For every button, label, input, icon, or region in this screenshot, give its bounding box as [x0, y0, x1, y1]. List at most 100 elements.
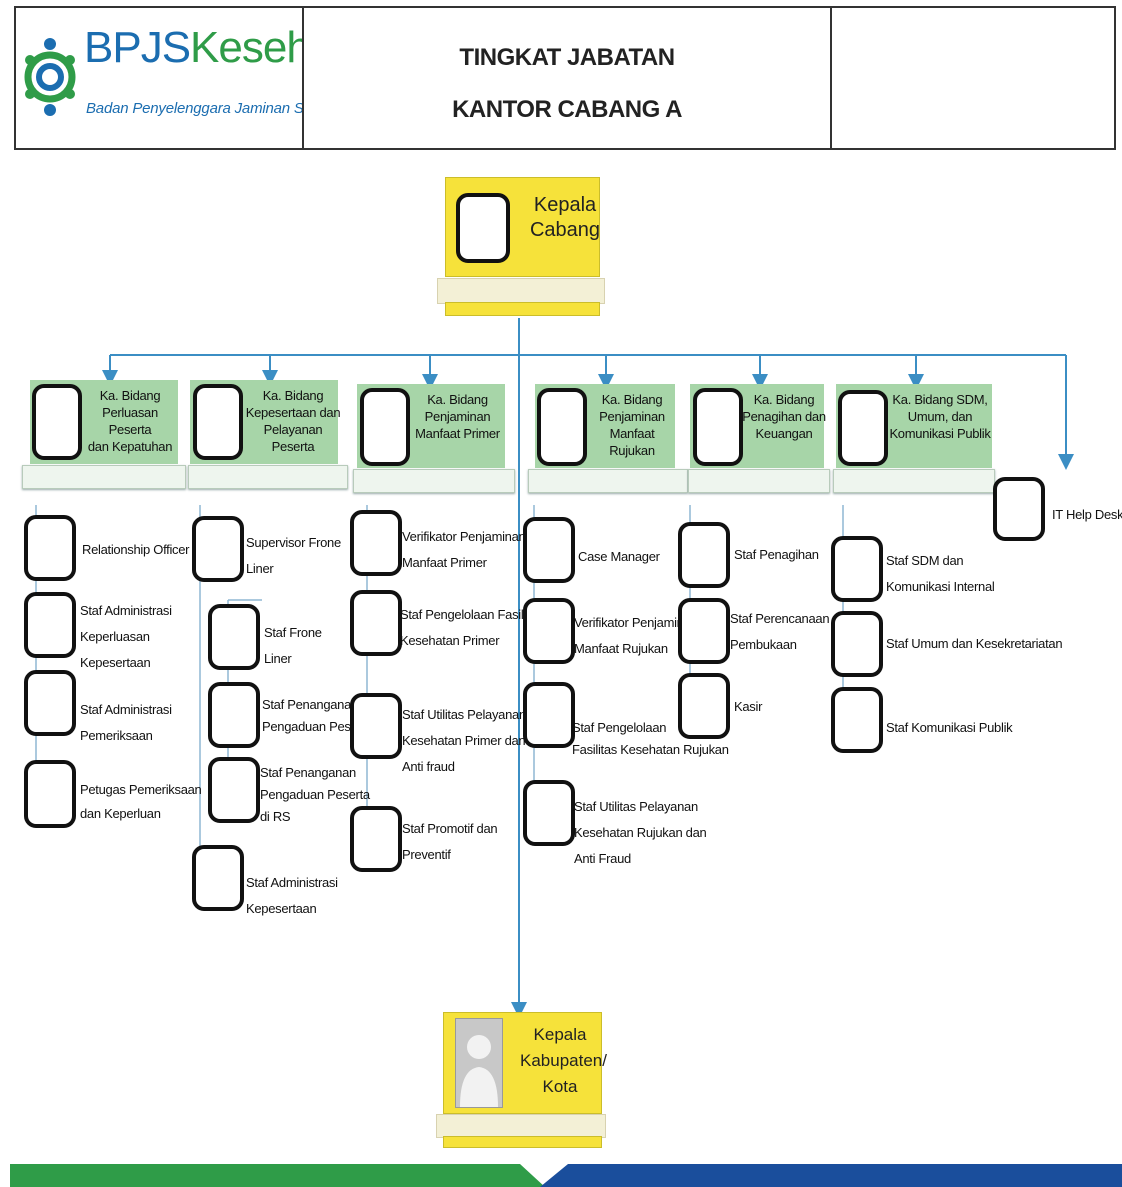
dept1-head-l1: Ka. Bidang [99, 388, 161, 403]
dept-head-kepesertaan-photo [193, 384, 243, 460]
kepala-cabang-plate [437, 278, 605, 304]
staff-photo [208, 604, 260, 670]
dept5-head-l3: Keuangan [755, 426, 813, 441]
staff-photo [192, 516, 244, 582]
dept-head-sdm-photo [838, 390, 888, 466]
dept-head-primer-label: Ka. Bidang Penjaminan Manfaat Primer [410, 391, 505, 442]
dept1-head-l3: dan Kepatuhan [87, 439, 173, 454]
staff-photo [523, 598, 575, 664]
staff-photo [678, 673, 730, 739]
dept2-head-l1: Ka. Bidang [262, 388, 324, 403]
staff-photo [523, 780, 575, 846]
person-silhouette-icon [455, 1018, 503, 1108]
dept4-head-l1: Ka. Bidang [601, 392, 663, 407]
dept-head-keuangan-photo [693, 388, 743, 466]
staff-photo [523, 682, 575, 748]
dept1-head-l2: Perluasan Peserta [102, 405, 158, 437]
dept-head-sdm-label: Ka. Bidang SDM, Umum, dan Komunikasi Pub… [888, 391, 992, 442]
staff-photo [24, 515, 76, 581]
dept3-head-l2: Penjaminan [424, 409, 491, 424]
dept-head-perluasan-plate [22, 465, 186, 489]
staff-photo [350, 806, 402, 872]
dept-head-keuangan-plate [688, 469, 830, 493]
title-line-1: TINGKAT JABATAN [459, 44, 675, 71]
title-line-2: KANTOR CABANG A [452, 96, 682, 123]
kepala-kabupaten-line1: Kepala [533, 1025, 587, 1044]
dept2-head-l3: Pelayanan Peserta [263, 422, 323, 454]
kepala-kabupaten-label: Kepala Kabupaten/ Kota [520, 1022, 607, 1100]
staff-label: Case Manager [578, 549, 660, 564]
staff-photo [24, 670, 76, 736]
staff-photo [678, 522, 730, 588]
staff-label: Staf Umum dan Kesekretariatan [886, 636, 1063, 651]
staff-photo [831, 611, 883, 677]
dept-head-kepesertaan-plate [188, 465, 348, 489]
dept-head-keuangan-label: Ka. Bidang Penagihan dan Keuangan [742, 391, 826, 442]
dept-head-kepesertaan-label: Ka. Bidang Kepesertaan dan Pelayanan Pes… [243, 387, 343, 455]
staff-photo [208, 682, 260, 748]
header-title-cell: TINGKAT JABATAN KANTOR CABANG A [302, 6, 832, 150]
staff-label: Staf Komunikasi Publik [886, 720, 1013, 735]
kepala-cabang-line1: Kepala [533, 194, 597, 216]
it-help-desk-photo [993, 477, 1045, 541]
staff-photo [192, 845, 244, 911]
dept-head-perluasan-label: Ka. Bidang Perluasan Peserta dan Kepatuh… [82, 387, 178, 455]
staff-photo [350, 510, 402, 576]
dept6-head-l1: Ka. Bidang SDM, [892, 392, 988, 407]
kepala-kabupaten-plate [436, 1114, 606, 1138]
staff-photo [678, 598, 730, 664]
staff-label: Relationship Officer [82, 542, 190, 557]
kepala-cabang-photo [456, 193, 510, 263]
dept-head-perluasan-photo [32, 384, 82, 460]
staff-photo [24, 592, 76, 658]
kepala-kabupaten-base [443, 1136, 602, 1148]
brand-tagline: Badan Penyelenggara Jaminan Sosial [86, 100, 334, 117]
dept-head-rujukan-photo [537, 388, 587, 466]
dept4-head-l3: Manfaat Rujukan [609, 426, 655, 458]
dept3-head-l3: Manfaat Primer [415, 426, 500, 441]
dept5-head-l1: Ka. Bidang [753, 392, 815, 407]
dept4-head-l2: Penjaminan [599, 409, 665, 424]
staff-label: Kasir [734, 699, 763, 714]
dept-head-primer-plate [353, 469, 515, 493]
kepala-kabupaten-line2: Kabupaten/ [520, 1051, 607, 1070]
dept-head-primer-photo [360, 388, 410, 466]
dept-head-rujukan-label: Ka. Bidang Penjaminan Manfaat Rujukan [586, 391, 678, 459]
staff-photo [350, 590, 402, 656]
staff-photo [24, 760, 76, 828]
staff-photo [208, 757, 260, 823]
dept6-head-l2: Umum, dan [907, 409, 973, 424]
brand-bpjs: BPJS [84, 23, 191, 72]
staff-label: Staf Penagihan [734, 547, 819, 562]
staff-photo [350, 693, 402, 759]
dept5-head-l2: Penagihan dan [742, 409, 826, 424]
kepala-kabupaten-line3: Kota [542, 1077, 578, 1096]
dept-head-sdm-plate [833, 469, 995, 493]
staff-photo [831, 536, 883, 602]
dept3-head-l1: Ka. Bidang [427, 392, 488, 407]
staff-photo [831, 687, 883, 753]
kepala-cabang-base [445, 302, 600, 316]
header-logo-cell: BPJSKesehatan Badan Penyelenggara Jamina… [14, 6, 392, 150]
it-help-desk-label: IT Help Desk [1052, 507, 1122, 522]
header-right-cell [830, 6, 1116, 150]
dept6-head-l3: Komunikasi Publik [889, 426, 991, 441]
kepala-cabang-label: Kepala Cabang [525, 193, 605, 243]
bpjs-emblem-icon [24, 38, 76, 116]
